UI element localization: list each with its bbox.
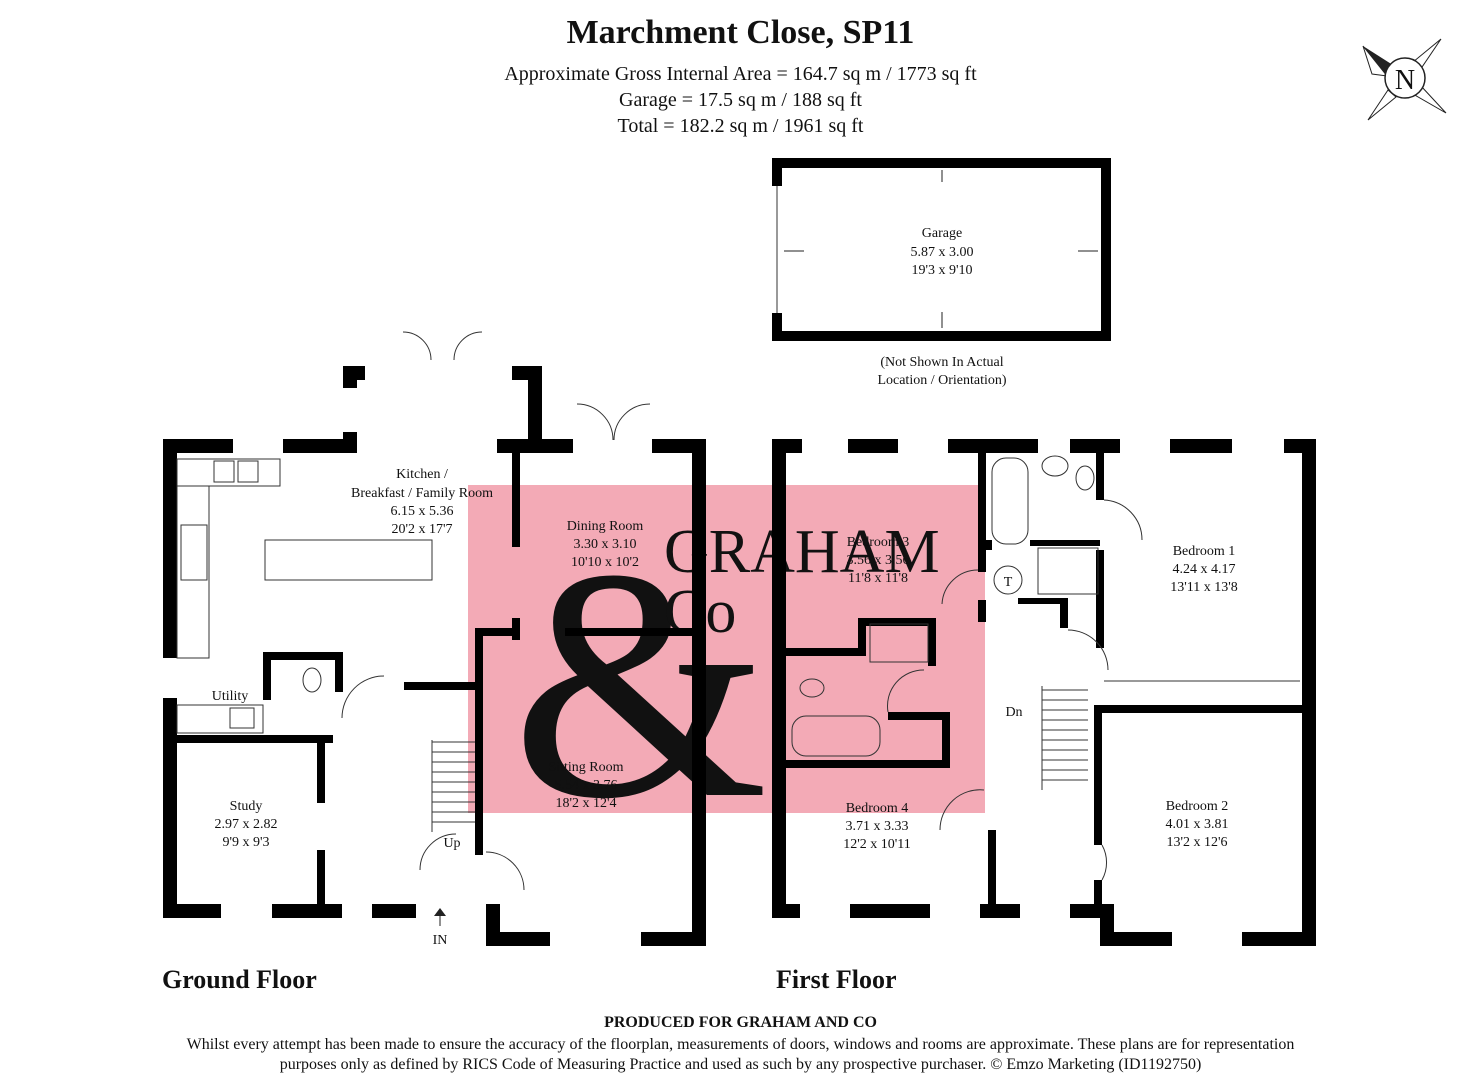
gross-area-line: Approximate Gross Internal Area = 164.7 … xyxy=(504,63,977,85)
disclaimer-line-1: Whilst every attempt has been made to en… xyxy=(186,1036,1295,1053)
garage-note-2: Location / Orientation) xyxy=(877,373,1006,388)
watermark-line1: GRAHAM xyxy=(664,518,940,586)
kitchen-name-2: Breakfast / Family Room xyxy=(351,486,493,501)
watermark: & GRAHAM Co xyxy=(468,485,985,867)
garage-name: Garage xyxy=(922,226,962,241)
bedroom1-imperial: 13'11 x 13'8 xyxy=(1170,580,1238,595)
garage-imperial: 19'3 x 9'10 xyxy=(911,263,972,278)
bedroom4-imperial: 12'2 x 10'11 xyxy=(843,837,911,852)
total-area-line: Total = 182.2 sq m / 1961 sq ft xyxy=(617,115,864,137)
kitchen-imperial: 20'2 x 17'7 xyxy=(391,522,452,537)
ground-floor-plan xyxy=(163,331,706,946)
compass-label: N xyxy=(1395,65,1415,96)
page-title: Marchment Close, SP11 xyxy=(566,14,915,51)
ground-stairs-label: Up xyxy=(443,836,460,851)
kitchen-name-1: Kitchen / xyxy=(396,467,448,482)
garage-metric: 5.87 x 3.00 xyxy=(911,245,974,260)
bedroom3-imperial: 11'8 x 11'8 xyxy=(848,571,908,586)
bedroom1-metric: 4.24 x 4.17 xyxy=(1173,562,1236,577)
bedroom3-metric: 3.56 x 3.56 xyxy=(847,553,910,568)
kitchen-metric: 6.15 x 5.36 xyxy=(391,504,454,519)
dining-name: Dining Room xyxy=(567,519,644,534)
sitting-name: Sitting Room xyxy=(548,760,623,775)
bedroom4-metric: 3.71 x 3.33 xyxy=(846,819,909,834)
bedroom1-name: Bedroom 1 xyxy=(1173,544,1236,559)
sitting-metric: 5.54 x 3.76 xyxy=(555,778,618,793)
watermark-symbol: & xyxy=(512,502,769,867)
produced-for: PRODUCED FOR GRAHAM AND CO xyxy=(604,1014,877,1031)
garage-plan xyxy=(772,158,1111,341)
garage-note-1: (Not Shown In Actual xyxy=(880,355,1003,370)
first-floor-label: First Floor xyxy=(776,965,897,994)
utility-name: Utility xyxy=(212,689,249,704)
first-floor-plan xyxy=(302,439,1316,946)
bedroom3-name: Bedroom 3 xyxy=(847,535,910,550)
bedroom2-name: Bedroom 2 xyxy=(1166,799,1229,814)
garage-area-line: Garage = 17.5 sq m / 188 sq ft xyxy=(619,89,862,111)
cupboard-label: T xyxy=(1004,575,1013,590)
study-imperial: 9'9 x 9'3 xyxy=(222,835,269,850)
dining-metric: 3.30 x 3.10 xyxy=(574,537,637,552)
ground-floor-label: Ground Floor xyxy=(162,965,317,994)
bedroom4-name: Bedroom 4 xyxy=(846,801,909,816)
compass-icon: N xyxy=(1362,38,1447,121)
bedroom2-metric: 4.01 x 3.81 xyxy=(1166,817,1229,832)
entrance-label: IN xyxy=(433,933,448,948)
disclaimer-line-2: purposes only as defined by RICS Code of… xyxy=(279,1056,1202,1073)
bedroom2-imperial: 13'2 x 12'6 xyxy=(1166,835,1227,850)
first-stairs-label: Dn xyxy=(1005,705,1022,720)
study-name: Study xyxy=(230,799,263,814)
study-metric: 2.97 x 2.82 xyxy=(215,817,278,832)
dining-imperial: 10'10 x 10'2 xyxy=(571,555,639,570)
sitting-imperial: 18'2 x 12'4 xyxy=(555,796,616,811)
